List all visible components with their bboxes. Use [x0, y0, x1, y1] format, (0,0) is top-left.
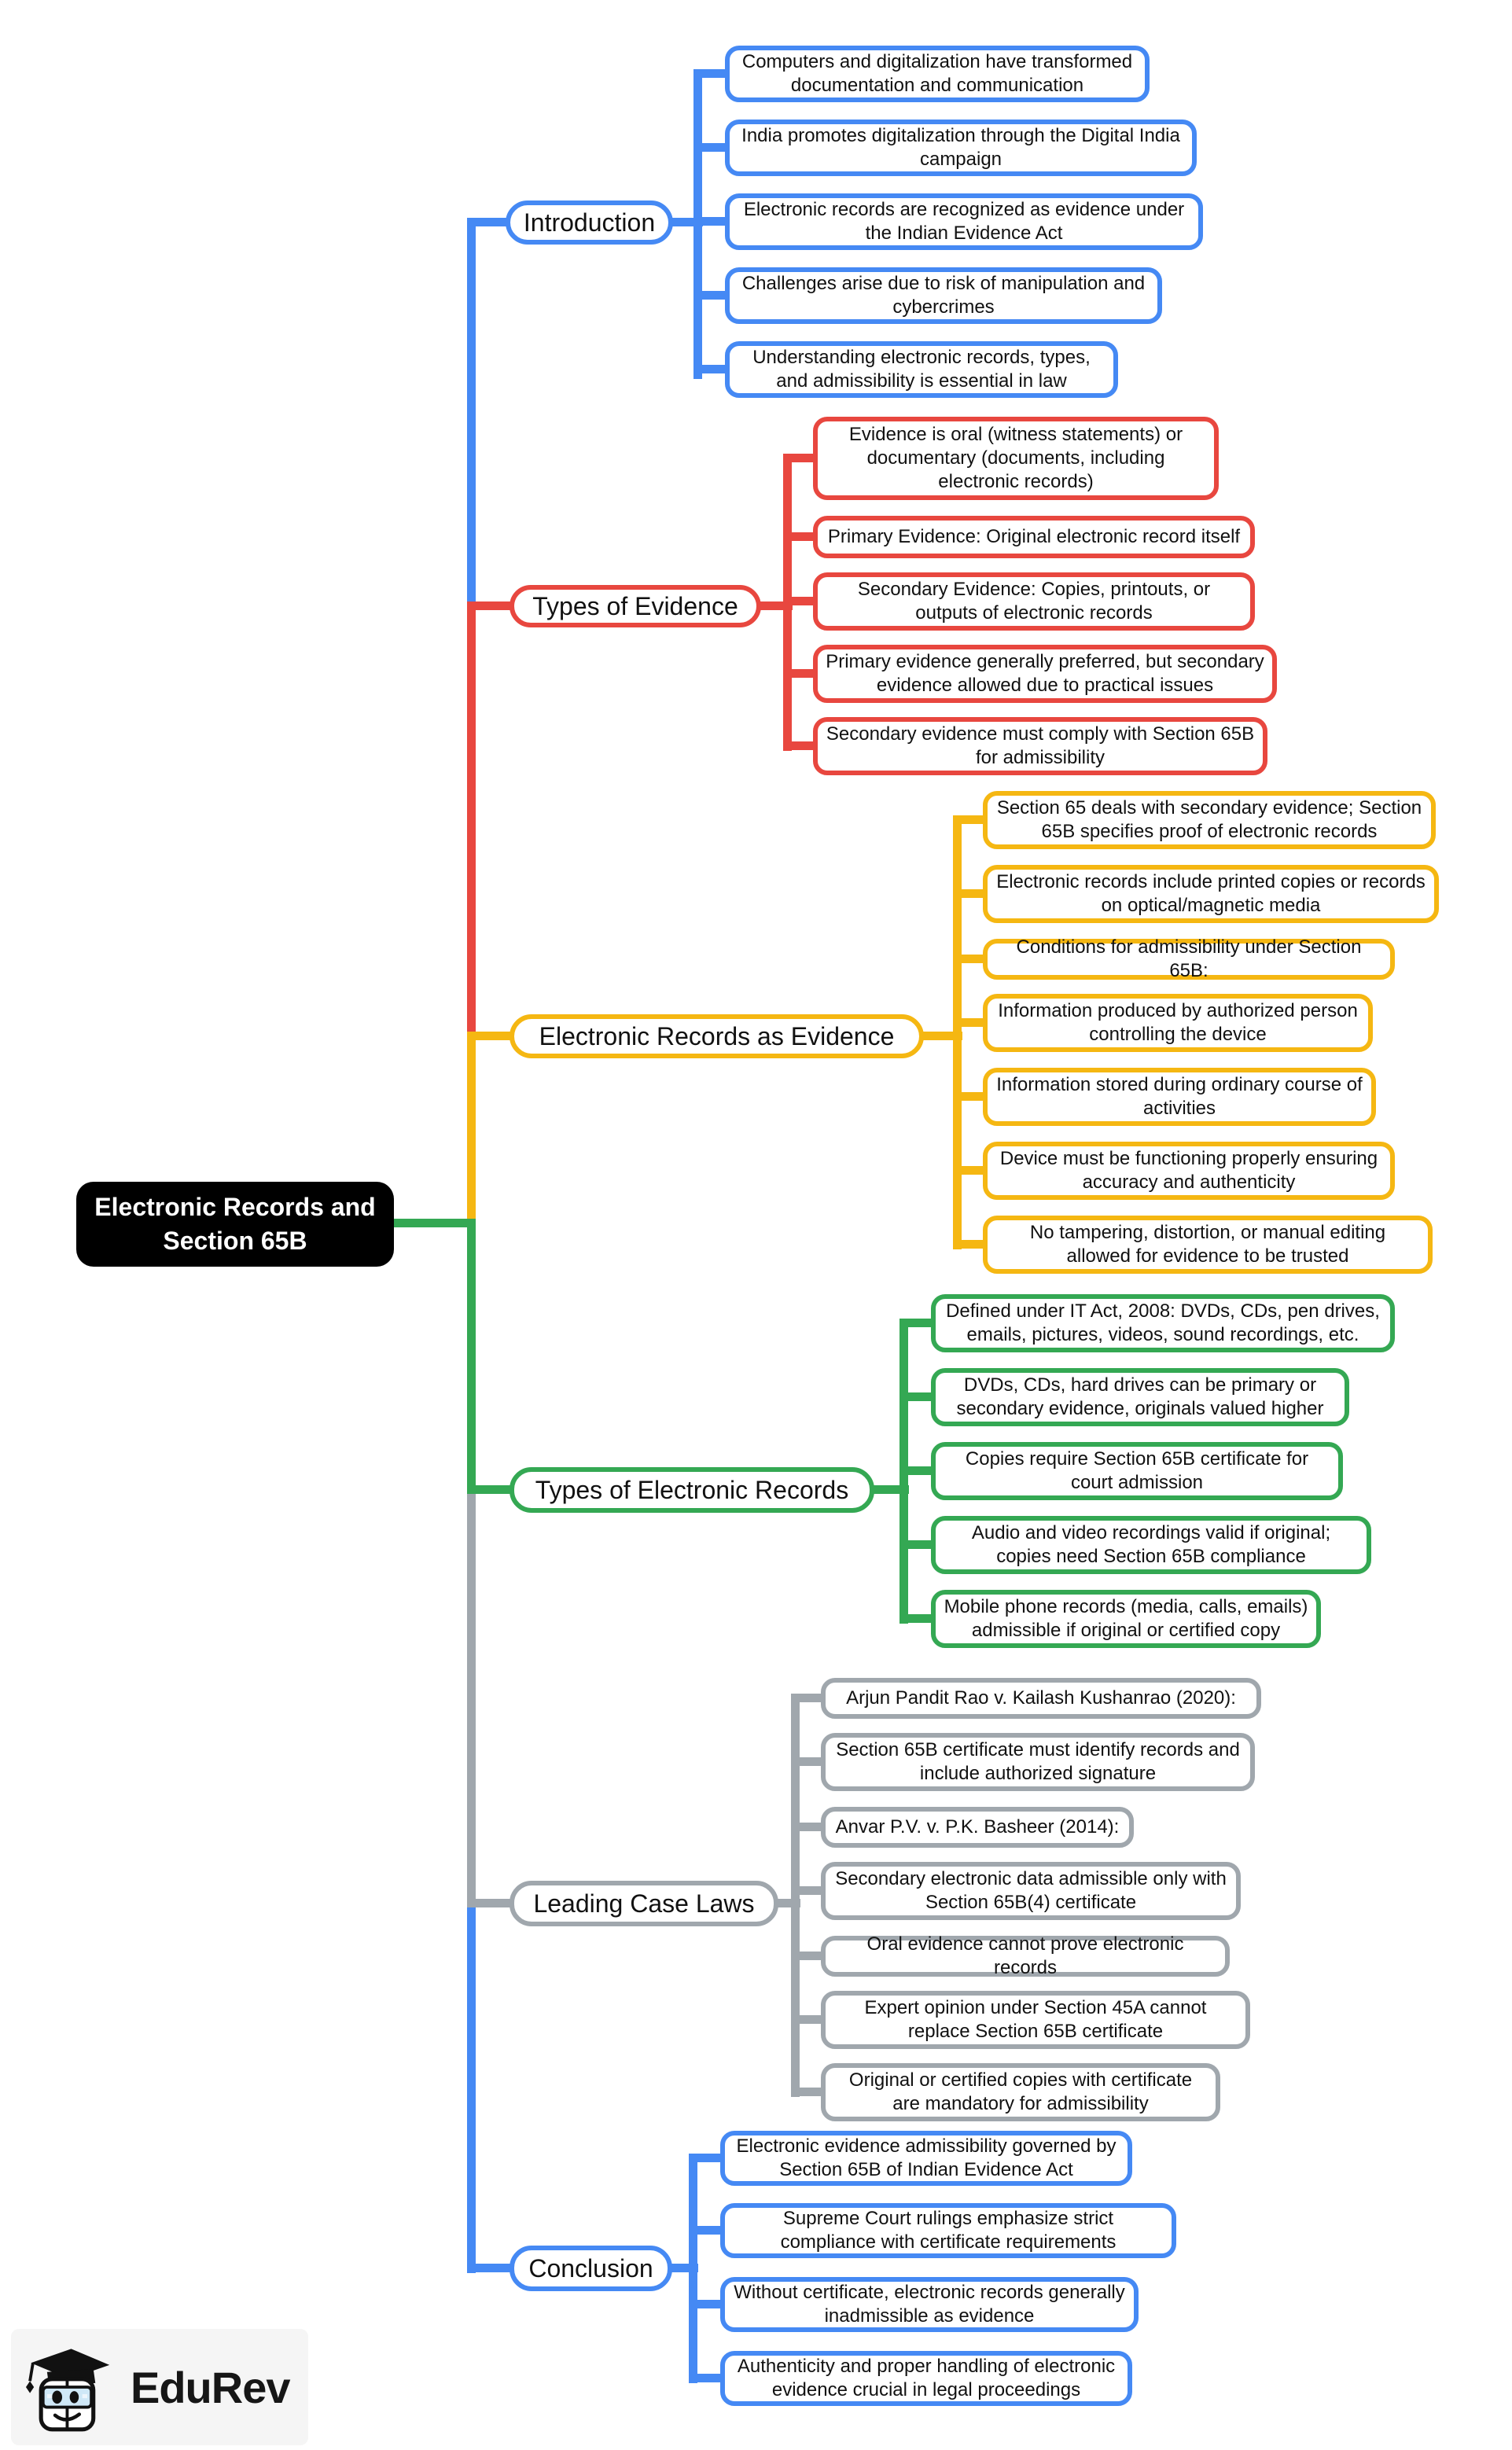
connector — [899, 1319, 936, 1327]
connector — [953, 955, 988, 963]
edurev-logo: EduRev — [11, 2329, 308, 2445]
child-node: Computers and digitalization have transf… — [725, 46, 1150, 102]
child-node: Mobile phone records (media, calls, emai… — [931, 1590, 1321, 1648]
edurev-mascot-icon — [25, 2349, 110, 2432]
connector — [953, 1092, 988, 1101]
child-node: No tampering, distortion, or manual edit… — [983, 1216, 1433, 1274]
branch-label-leading-case-laws: Leading Case Laws — [510, 1881, 778, 1926]
connector — [693, 143, 730, 152]
connector — [467, 1899, 514, 1907]
connector — [899, 1614, 936, 1623]
connector — [791, 1952, 826, 1960]
connector — [791, 2015, 826, 2024]
trunk-segment — [467, 1219, 476, 1495]
connector — [791, 1886, 826, 1895]
connector — [467, 218, 510, 226]
connector — [467, 1485, 514, 1494]
branch-label-introduction: Introduction — [506, 200, 673, 245]
child-node: Challenges arise due to risk of manipula… — [725, 267, 1162, 324]
child-node: Device must be functioning properly ensu… — [983, 1142, 1395, 1200]
connector — [899, 1466, 936, 1475]
connector — [693, 365, 730, 373]
connector — [689, 2154, 725, 2162]
connector — [774, 1899, 800, 1907]
child-node: Copies require Section 65B certificate f… — [931, 1442, 1343, 1500]
child-node: Section 65 deals with secondary evidence… — [983, 791, 1436, 849]
child-node: Information produced by authorized perso… — [983, 994, 1373, 1052]
child-node: Electronic evidence admissibility govern… — [720, 2131, 1132, 2186]
trunk-segment — [467, 1490, 476, 1908]
root-node: Electronic Records and Section 65B — [76, 1182, 394, 1267]
branch-spine — [689, 2154, 697, 2383]
connector — [791, 1757, 826, 1766]
connector — [953, 815, 988, 824]
child-node: Secondary Evidence: Copies, printouts, o… — [813, 572, 1255, 631]
child-node: Information stored during ordinary cours… — [983, 1068, 1376, 1126]
edurev-logo-text: EduRev — [131, 2362, 290, 2412]
branch-label-types-of-electronic-records: Types of Electronic Records — [510, 1467, 874, 1513]
child-node: Conditions for admissibility under Secti… — [983, 936, 1395, 981]
connector — [870, 1485, 909, 1494]
connector — [389, 1219, 476, 1227]
child-node: Understanding electronic records, types,… — [725, 341, 1118, 398]
connector — [783, 669, 818, 678]
trunk-segment — [467, 1036, 476, 1223]
trunk-segment — [467, 218, 476, 606]
child-node: DVDs, CDs, hard drives can be primary or… — [931, 1368, 1349, 1426]
connector — [919, 1032, 962, 1040]
child-node: Primary evidence generally preferred, bu… — [813, 645, 1277, 703]
connector — [899, 1540, 936, 1549]
connector — [783, 741, 818, 750]
child-node: Electronic records are recognized as evi… — [725, 193, 1203, 250]
child-node: Original or certified copies with certif… — [821, 2063, 1220, 2121]
child-node: Secondary electronic data admissible onl… — [821, 1862, 1241, 1920]
connector — [467, 2264, 514, 2272]
child-node: Without certificate, electronic records … — [720, 2277, 1139, 2332]
connector — [791, 2088, 826, 2096]
connector — [791, 1694, 826, 1702]
child-node: Audio and video recordings valid if orig… — [931, 1516, 1371, 1574]
child-node: Supreme Court rulings emphasize strict c… — [720, 2203, 1176, 2258]
connector — [668, 218, 703, 226]
branch-label-conclusion: Conclusion — [510, 2246, 672, 2291]
child-node: Anvar P.V. v. P.K. Basheer (2014): — [821, 1807, 1134, 1848]
connector — [689, 2226, 725, 2235]
branch-label-types-of-evidence: Types of Evidence — [510, 585, 761, 627]
branch-spine — [791, 1694, 800, 2097]
connector — [668, 2264, 698, 2272]
branch-label-electronic-records-as-evidence: Electronic Records as Evidence — [510, 1014, 924, 1058]
connector — [689, 2300, 725, 2308]
child-node: Oral evidence cannot prove electronic re… — [821, 1933, 1230, 1978]
connector — [953, 1240, 988, 1249]
child-node: Arjun Pandit Rao v. Kailash Kushanrao (2… — [821, 1678, 1261, 1719]
connector — [783, 454, 818, 462]
connector — [467, 601, 514, 610]
child-node: Authenticity and proper handling of elec… — [720, 2351, 1132, 2406]
connector — [791, 1823, 826, 1831]
connector — [756, 601, 793, 610]
trunk-segment — [467, 606, 476, 1036]
child-node: Section 65B certificate must identify re… — [821, 1733, 1255, 1791]
child-node: Electronic records include printed copie… — [983, 865, 1439, 923]
connector — [693, 217, 730, 226]
child-node: Primary Evidence: Original electronic re… — [813, 516, 1255, 558]
child-node: Expert opinion under Section 45A cannot … — [821, 1991, 1250, 2049]
connector — [953, 1166, 988, 1175]
connector — [899, 1392, 936, 1401]
child-node: Secondary evidence must comply with Sect… — [813, 717, 1267, 775]
connector — [953, 1018, 988, 1027]
connector — [693, 69, 730, 78]
child-node: Evidence is oral (witness statements) or… — [813, 417, 1219, 500]
connector — [953, 889, 988, 898]
child-node: India promotes digitalization through th… — [725, 120, 1197, 176]
trunk-segment — [467, 1904, 476, 2273]
child-node: Defined under IT Act, 2008: DVDs, CDs, p… — [931, 1294, 1395, 1352]
connector — [467, 1032, 514, 1040]
connector — [783, 597, 818, 605]
connector — [783, 532, 818, 541]
connector — [689, 2374, 725, 2382]
branch-spine — [953, 815, 962, 1249]
connector — [693, 291, 730, 300]
